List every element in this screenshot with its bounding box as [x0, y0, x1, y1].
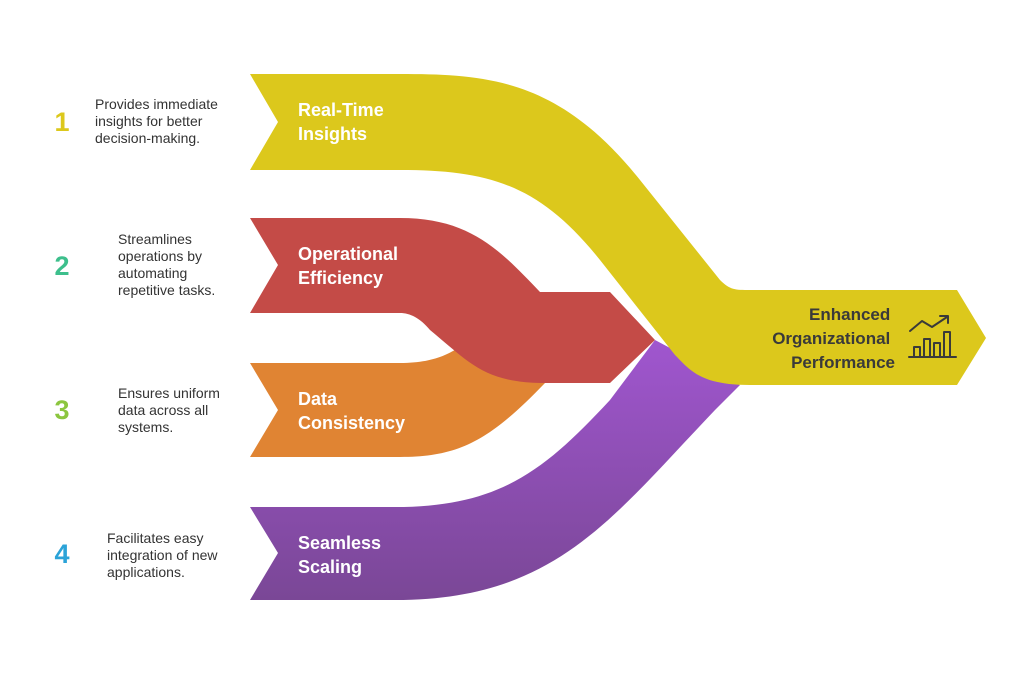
ribbon-title-operational-efficiency: Operational Efficiency	[298, 244, 403, 288]
step-description-1: Provides immediate insights for better d…	[95, 96, 218, 146]
step-description-3: Ensures uniform data across all systems.	[118, 385, 220, 435]
ribbon-title-data-consistency: Data Consistency	[298, 389, 405, 433]
step-number-1: 1	[54, 107, 70, 137]
ribbon-title-seamless-scaling: Seamless Scaling	[298, 533, 386, 577]
growth-chart-icon	[908, 315, 957, 358]
ribbon-data-consistency	[250, 340, 545, 457]
step-description-4: Facilitates easy integration of new appl…	[107, 530, 218, 580]
outcome-title: Enhanced Organizational Performance	[772, 305, 895, 372]
step-number-3: 3	[54, 395, 70, 425]
ribbon-real-time-insights	[250, 74, 986, 385]
ribbon-operational-efficiency	[250, 218, 655, 383]
step-number-2: 2	[54, 251, 70, 281]
step-description-2: Streamlines operations by automating rep…	[118, 231, 216, 298]
step-number-4: 4	[54, 539, 70, 569]
ribbon-title-real-time-insights: Real-Time Insights	[298, 100, 389, 144]
ribbon-seamless-scaling	[250, 340, 740, 600]
